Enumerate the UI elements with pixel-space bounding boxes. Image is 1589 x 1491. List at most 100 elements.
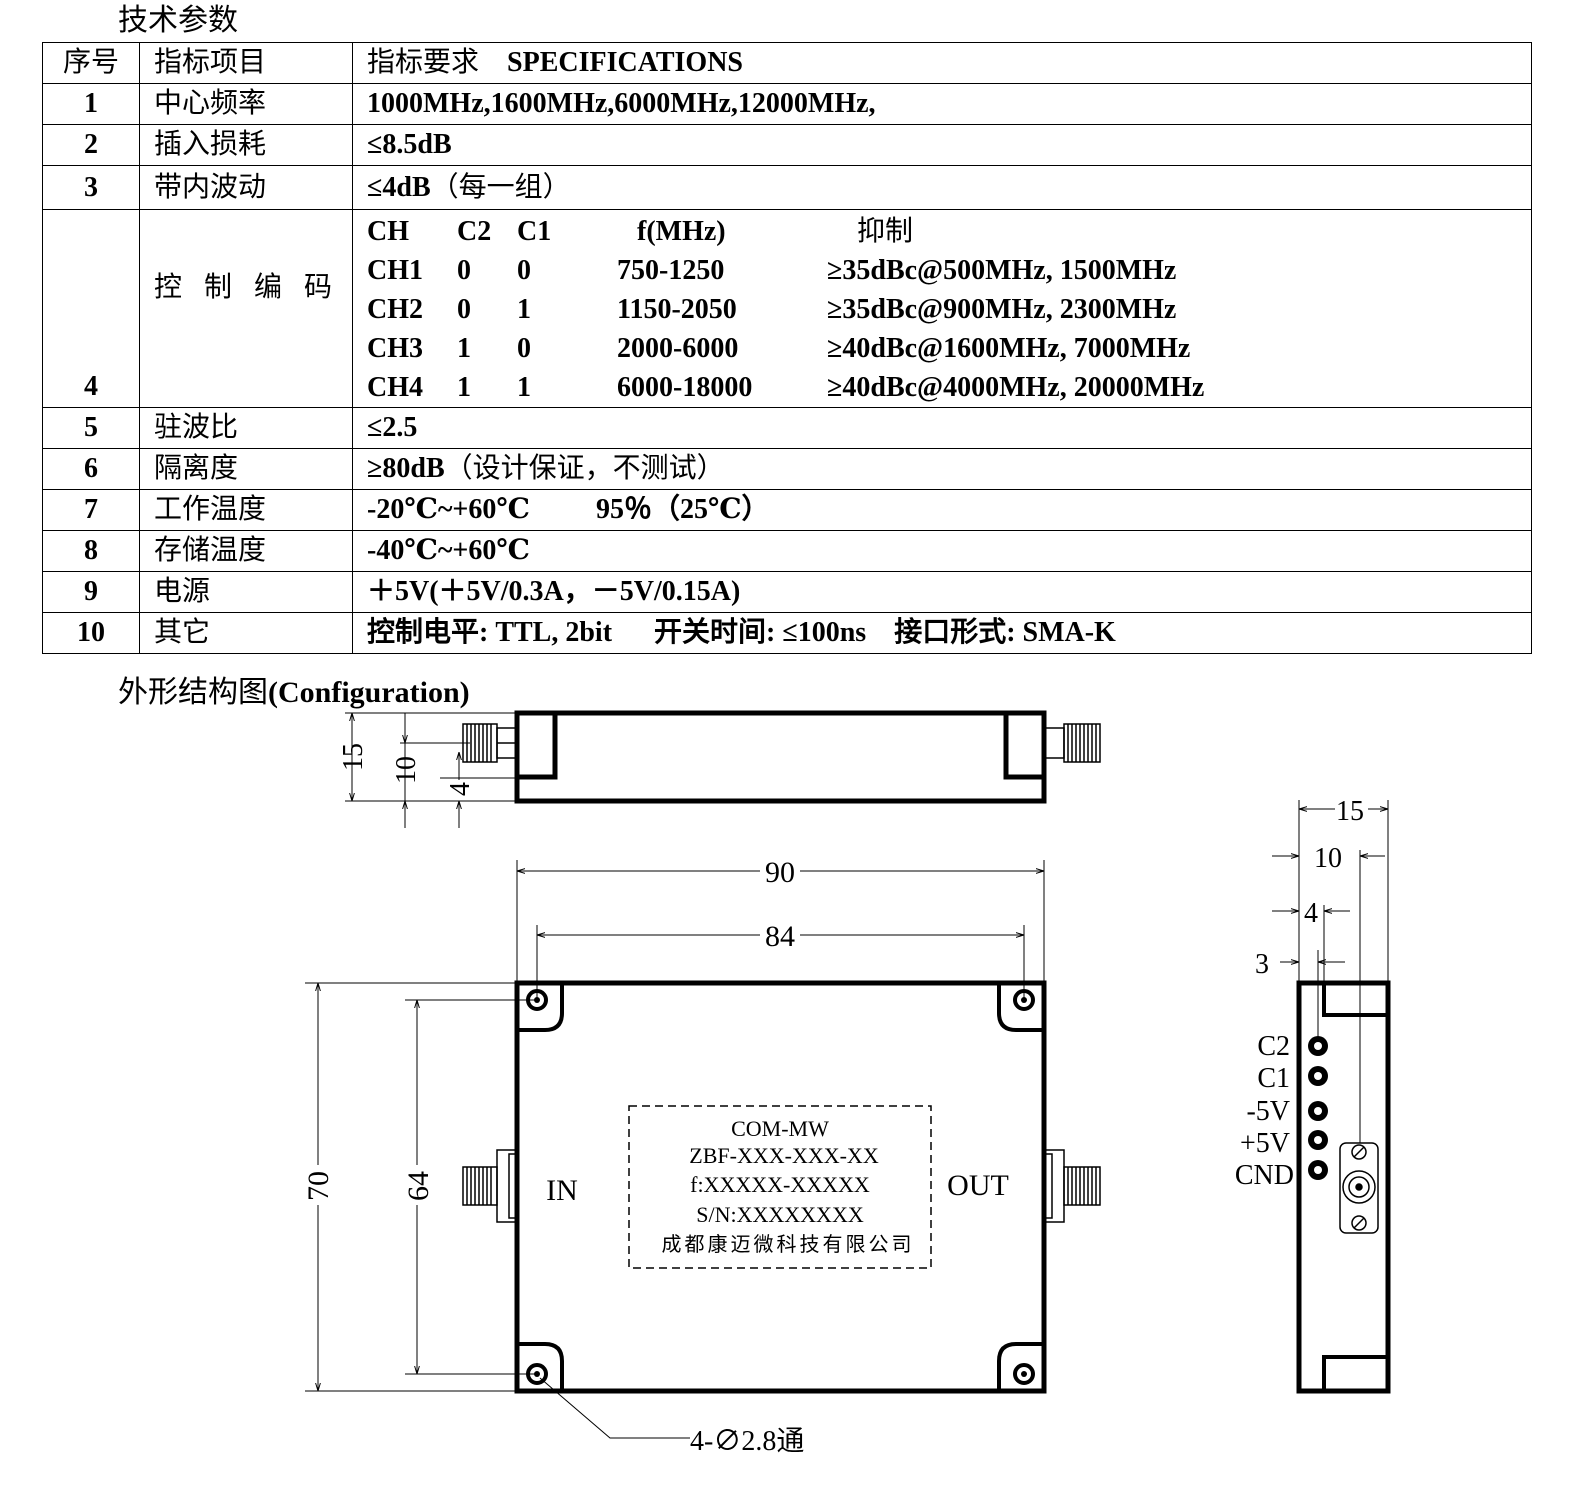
input-connector-icon bbox=[462, 1149, 518, 1223]
row-value-main: ≥80dB bbox=[367, 453, 445, 484]
pin-icon bbox=[1308, 1160, 1328, 1180]
top-view: IN OUT COM-MW ZBF-XXX-XXX-XX f:XXXXX-XXX… bbox=[302, 856, 1101, 1457]
code-row: CH1 0 0 750-1250 ≥35dBc@500MHz, 1500MHz bbox=[367, 251, 1531, 290]
code-ch: CH4 bbox=[367, 372, 423, 403]
code-c2: 1 bbox=[457, 333, 471, 364]
code-ch: CH3 bbox=[367, 333, 423, 364]
code-ch: CH1 bbox=[367, 255, 423, 286]
pin-icon bbox=[1308, 1066, 1328, 1086]
dim-side-4: 4 bbox=[445, 782, 476, 796]
row-value-note: （每一组） bbox=[430, 171, 571, 203]
dim-end-15: 15 bbox=[1336, 796, 1364, 827]
code-c2: 0 bbox=[457, 255, 471, 286]
dim-height-64: 64 bbox=[402, 1171, 435, 1201]
nameplate-line5: 成都康迈微科技有限公司 bbox=[662, 1233, 915, 1256]
table-header-row: 序号 指标项目 指标要求 SPECIFICATIONS bbox=[42, 42, 1532, 84]
table-row: 3 带内波动 ≤4dB（每一组） bbox=[42, 165, 1532, 210]
header-item: 指标项目 bbox=[139, 42, 353, 84]
row-item: 带内波动 bbox=[139, 165, 353, 210]
row-item: 工作温度 bbox=[139, 489, 353, 531]
code-header-c2: C2 bbox=[457, 216, 492, 247]
code-row: CH2 0 1 1150-2050 ≥35dBc@900MHz, 2300MHz bbox=[367, 290, 1531, 329]
hole-note: 4-∅2.8通 bbox=[690, 1426, 804, 1457]
header-spec-cn: 指标要求 bbox=[367, 47, 480, 78]
table-row: 2 插入损耗 ≤8.5dB bbox=[42, 124, 1532, 166]
code-header-row: CH C2 C1 f(MHz) 抑制 bbox=[367, 212, 1531, 251]
dim-side-10: 10 bbox=[391, 756, 422, 784]
row-value: ≤2.5 bbox=[352, 407, 1532, 449]
dim-end-10: 10 bbox=[1314, 843, 1342, 874]
sma-flange-icon bbox=[1339, 1142, 1379, 1234]
pin-label: -5V bbox=[1246, 1096, 1290, 1127]
config-heading-en: (Configuration) bbox=[268, 676, 470, 709]
table-row: 1 中心频率 1000MHz,1600MHz,6000MHz,12000MHz, bbox=[42, 83, 1532, 125]
code-rejection: ≥35dBc@500MHz, 1500MHz bbox=[827, 255, 1177, 286]
side-lid-left bbox=[517, 710, 558, 780]
row-item: 隔离度 bbox=[139, 448, 353, 490]
code-rejection: ≥40dBc@4000MHz, 20000MHz bbox=[827, 372, 1205, 403]
pin-label: CND bbox=[1235, 1160, 1294, 1191]
row-item: 电源 bbox=[139, 571, 353, 613]
code-freq: 6000-18000 bbox=[617, 372, 753, 403]
table-row: 10 其它 控制电平: TTL, 2bit 开关时间: ≤100ns 接口形式:… bbox=[42, 612, 1532, 654]
dim-height-70: 70 bbox=[302, 1171, 335, 1201]
dim-side-15: 15 bbox=[338, 743, 369, 771]
pin-label: C1 bbox=[1257, 1063, 1290, 1094]
row-no: 1 bbox=[42, 83, 140, 125]
code-c2: 0 bbox=[457, 294, 471, 325]
control-code-cell: CH C2 C1 f(MHz) 抑制 CH1 0 0 750-1250 ≥35d… bbox=[352, 209, 1532, 408]
row-value-humidity: 95％（25℃） bbox=[595, 494, 770, 525]
row-no: 3 bbox=[42, 165, 140, 210]
code-c1: 1 bbox=[517, 372, 531, 403]
row-no: 4 bbox=[42, 209, 140, 408]
mounting-hole-icon bbox=[1013, 1363, 1035, 1385]
row-value: ≥80dB（设计保证，不测试） bbox=[352, 448, 1532, 490]
port-in-label: IN bbox=[546, 1174, 578, 1207]
code-row: CH4 1 1 6000-18000 ≥40dBc@4000MHz, 20000… bbox=[367, 368, 1531, 407]
dim-width-90: 90 bbox=[765, 856, 795, 889]
code-ch: CH2 bbox=[367, 294, 423, 325]
code-freq: 2000-6000 bbox=[617, 333, 739, 364]
end-body bbox=[1296, 980, 1391, 1394]
code-c2: 1 bbox=[457, 372, 471, 403]
row-value: ≤4dB（每一组） bbox=[352, 165, 1532, 210]
row-no: 2 bbox=[42, 124, 140, 166]
row-value: ≤8.5dB bbox=[352, 124, 1532, 166]
code-header-rejection: 抑制 bbox=[857, 216, 914, 247]
row-item: 中心频率 bbox=[139, 83, 353, 125]
side-view: 15 10 4 bbox=[338, 710, 1101, 828]
table-row: 5 驻波比 ≤2.5 bbox=[42, 407, 1532, 449]
config-heading: 外形结构图(Configuration) bbox=[118, 676, 470, 710]
code-rejection: ≥40dBc@1600MHz, 7000MHz bbox=[827, 333, 1191, 364]
header-spec-en: SPECIFICATIONS bbox=[507, 47, 743, 78]
row-value: ＋5V(＋5V/0.3A，－5V/0.15A) bbox=[352, 571, 1532, 613]
row-value: 控制电平: TTL, 2bit 开关时间: ≤100ns 接口形式: SMA-K bbox=[352, 612, 1532, 654]
nameplate-line1: COM-MW bbox=[731, 1116, 829, 1141]
row-item: 控制编码 bbox=[154, 272, 353, 303]
table-row: 6 隔离度 ≥80dB（设计保证，不测试） bbox=[42, 448, 1532, 490]
spec-heading: 技术参数 bbox=[118, 4, 238, 37]
pin-label: +5V bbox=[1240, 1128, 1290, 1159]
dim-end-3: 3 bbox=[1255, 949, 1269, 980]
port-out-label: OUT bbox=[947, 1169, 1009, 1202]
code-rejection: ≥35dBc@900MHz, 2300MHz bbox=[827, 294, 1177, 325]
nameplate-line4: S/N:XXXXXXXX bbox=[696, 1202, 864, 1227]
side-connector-left bbox=[462, 723, 518, 763]
code-row: CH3 1 0 2000-6000 ≥40dBc@1600MHz, 7000MH… bbox=[367, 329, 1531, 368]
side-connector-right bbox=[1043, 723, 1101, 763]
row-item: 存储温度 bbox=[139, 530, 353, 572]
side-lid-right bbox=[1003, 710, 1044, 780]
row-value: -40℃~+60℃ bbox=[352, 530, 1532, 572]
pin-label: C2 bbox=[1257, 1031, 1290, 1062]
pin-icon bbox=[1308, 1130, 1328, 1150]
spec-table: 序号 指标项目 指标要求 SPECIFICATIONS 1 中心频率 1000M… bbox=[42, 42, 1532, 654]
nameplate-line3: f:XXXXX-XXXXX bbox=[690, 1172, 870, 1197]
code-c1: 1 bbox=[517, 294, 531, 325]
dim-end-4: 4 bbox=[1304, 898, 1318, 929]
end-view: C2 C1 -5V +5V CND bbox=[1235, 796, 1391, 1394]
outline-drawing: 15 10 4 IN OUT CO bbox=[302, 710, 1391, 1457]
table-row: 9 电源 ＋5V(＋5V/0.3A，－5V/0.15A) bbox=[42, 571, 1532, 613]
row-item: 插入损耗 bbox=[139, 124, 353, 166]
side-body bbox=[514, 710, 1047, 804]
